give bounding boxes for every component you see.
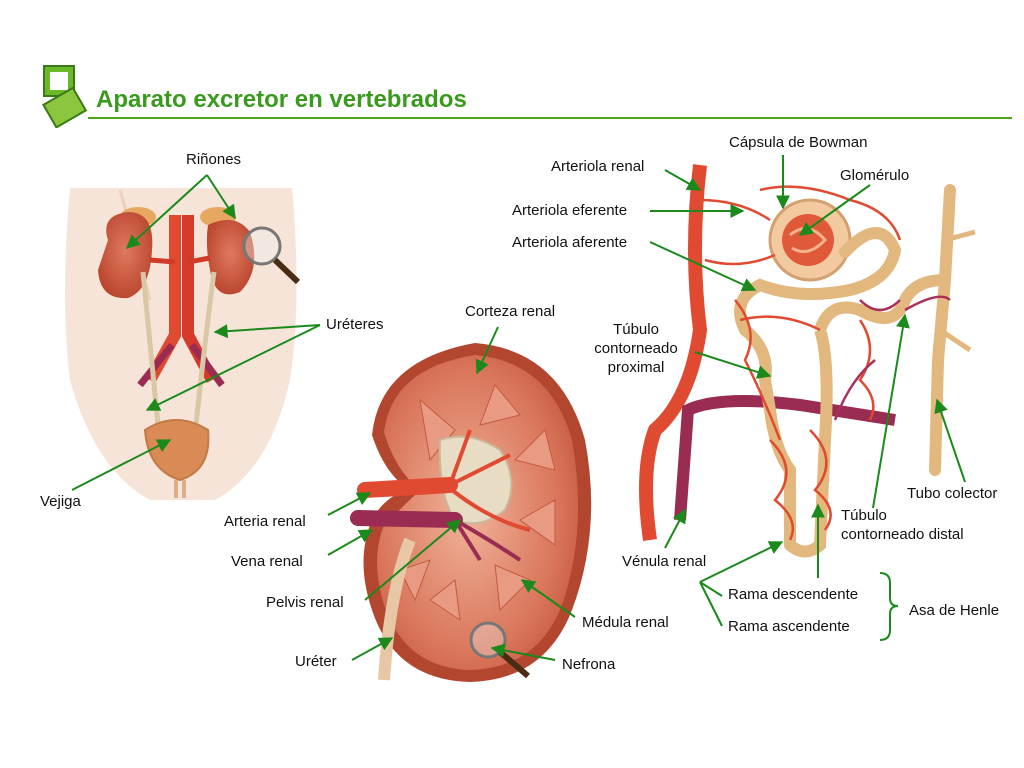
label-tubulo-distal-line2: contorneado distal: [841, 526, 964, 543]
label-nefrona: Nefrona: [562, 656, 616, 673]
label-venula-renal: Vénula renal: [622, 553, 707, 570]
label-capsula-bowman: Cápsula de Bowman: [729, 134, 868, 151]
label-arteriola-eferente: Arteriola eferente: [512, 202, 628, 219]
label-arrows: [71, 155, 966, 661]
label-tubo-colector: Tubo colector: [907, 485, 998, 502]
label-arteria-renal: Arteria renal: [224, 513, 306, 530]
label-arteriola-renal: Arteriola renal: [551, 158, 645, 175]
henle-brace: [879, 572, 899, 641]
label-vena-renal: Vena renal: [231, 553, 303, 570]
label-asa-de-henle: Asa de Henle: [909, 602, 1000, 619]
body-figure: [65, 188, 301, 500]
nephron: [639, 164, 976, 558]
slide-logo-icon: [42, 65, 88, 128]
label-ureter: Uréter: [295, 653, 337, 670]
kidney-section: [350, 343, 592, 682]
label-rama-ascendente: Rama ascendente: [728, 618, 850, 635]
label-vejiga: Vejiga: [40, 493, 81, 510]
label-tubulo-distal-line1: Túbulo: [841, 507, 887, 524]
label-rama-descendente: Rama descendente: [728, 586, 859, 603]
label-arteriola-aferente: Arteriola aferente: [512, 234, 628, 251]
page-title: Aparato excretor en vertebrados: [96, 86, 467, 113]
label-tubulo-proximal-line1: Túbulo: [613, 321, 659, 338]
label-rinones: Riñones: [186, 151, 242, 168]
label-pelvis-renal: Pelvis renal: [266, 594, 344, 611]
label-ureteres: Uréteres: [326, 316, 384, 333]
label-tubulo-proximal-line2: contorneado: [594, 340, 678, 357]
label-tubulo-distal: Túbulo contorneado distal: [841, 506, 964, 544]
label-corteza-renal: Corteza renal: [465, 303, 556, 320]
title-rule: [88, 117, 1012, 119]
label-tubulo-proximal: Túbulo contorneado proximal: [588, 320, 684, 377]
label-medula-renal: Médula renal: [582, 614, 669, 631]
label-tubulo-proximal-line3: proximal: [607, 359, 665, 376]
label-glomerulo: Glomérulo: [840, 167, 910, 184]
